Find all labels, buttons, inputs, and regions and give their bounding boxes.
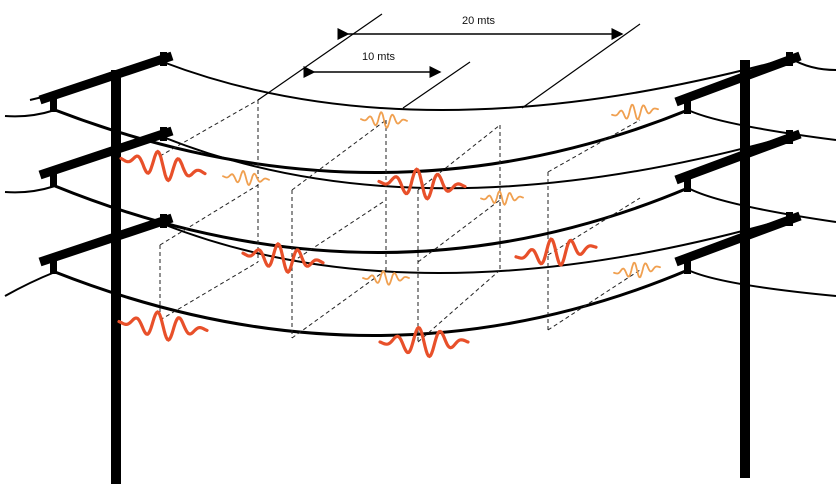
right-pole-post: [740, 60, 750, 478]
right-crossarm-top: [674, 51, 802, 107]
small-wave-2: [360, 111, 408, 129]
line-top-back: [162, 57, 791, 111]
large-wave-6: [378, 325, 470, 359]
right-utility-pole: [674, 51, 802, 478]
line-mid-front: [54, 184, 689, 254]
extension-line-2: [402, 61, 471, 109]
measurement-grid: [159, 99, 641, 343]
line-low-front: [54, 268, 689, 337]
left-crossarm-bottom: [38, 213, 174, 267]
small-wave-1: [222, 169, 270, 187]
large-wave-1: [119, 149, 207, 183]
line-top-front: [54, 108, 689, 174]
left-utility-pole: [38, 51, 174, 484]
small-wave-5: [611, 103, 659, 121]
line-mid-back: [162, 135, 791, 190]
small-wave-3: [480, 190, 524, 206]
right-crossarm-bottom: [674, 211, 802, 267]
left-crossarm-middle: [38, 126, 174, 180]
label-20-mts: 20 mts: [462, 15, 496, 27]
left-pole-post: [111, 70, 121, 484]
oscillation-waves: [117, 103, 661, 359]
right-crossarm-middle: [674, 129, 802, 185]
large-wave-2: [241, 241, 325, 275]
large-wave-3: [377, 167, 467, 201]
line-low-back: [162, 217, 791, 274]
label-10-mts: 10 mts: [362, 51, 396, 63]
dimension-indicators: [257, 13, 641, 109]
small-wave-4: [362, 270, 410, 286]
large-wave-4: [514, 237, 598, 267]
large-wave-5: [117, 310, 209, 342]
small-wave-6: [613, 261, 661, 279]
power-lines: [4, 57, 836, 337]
